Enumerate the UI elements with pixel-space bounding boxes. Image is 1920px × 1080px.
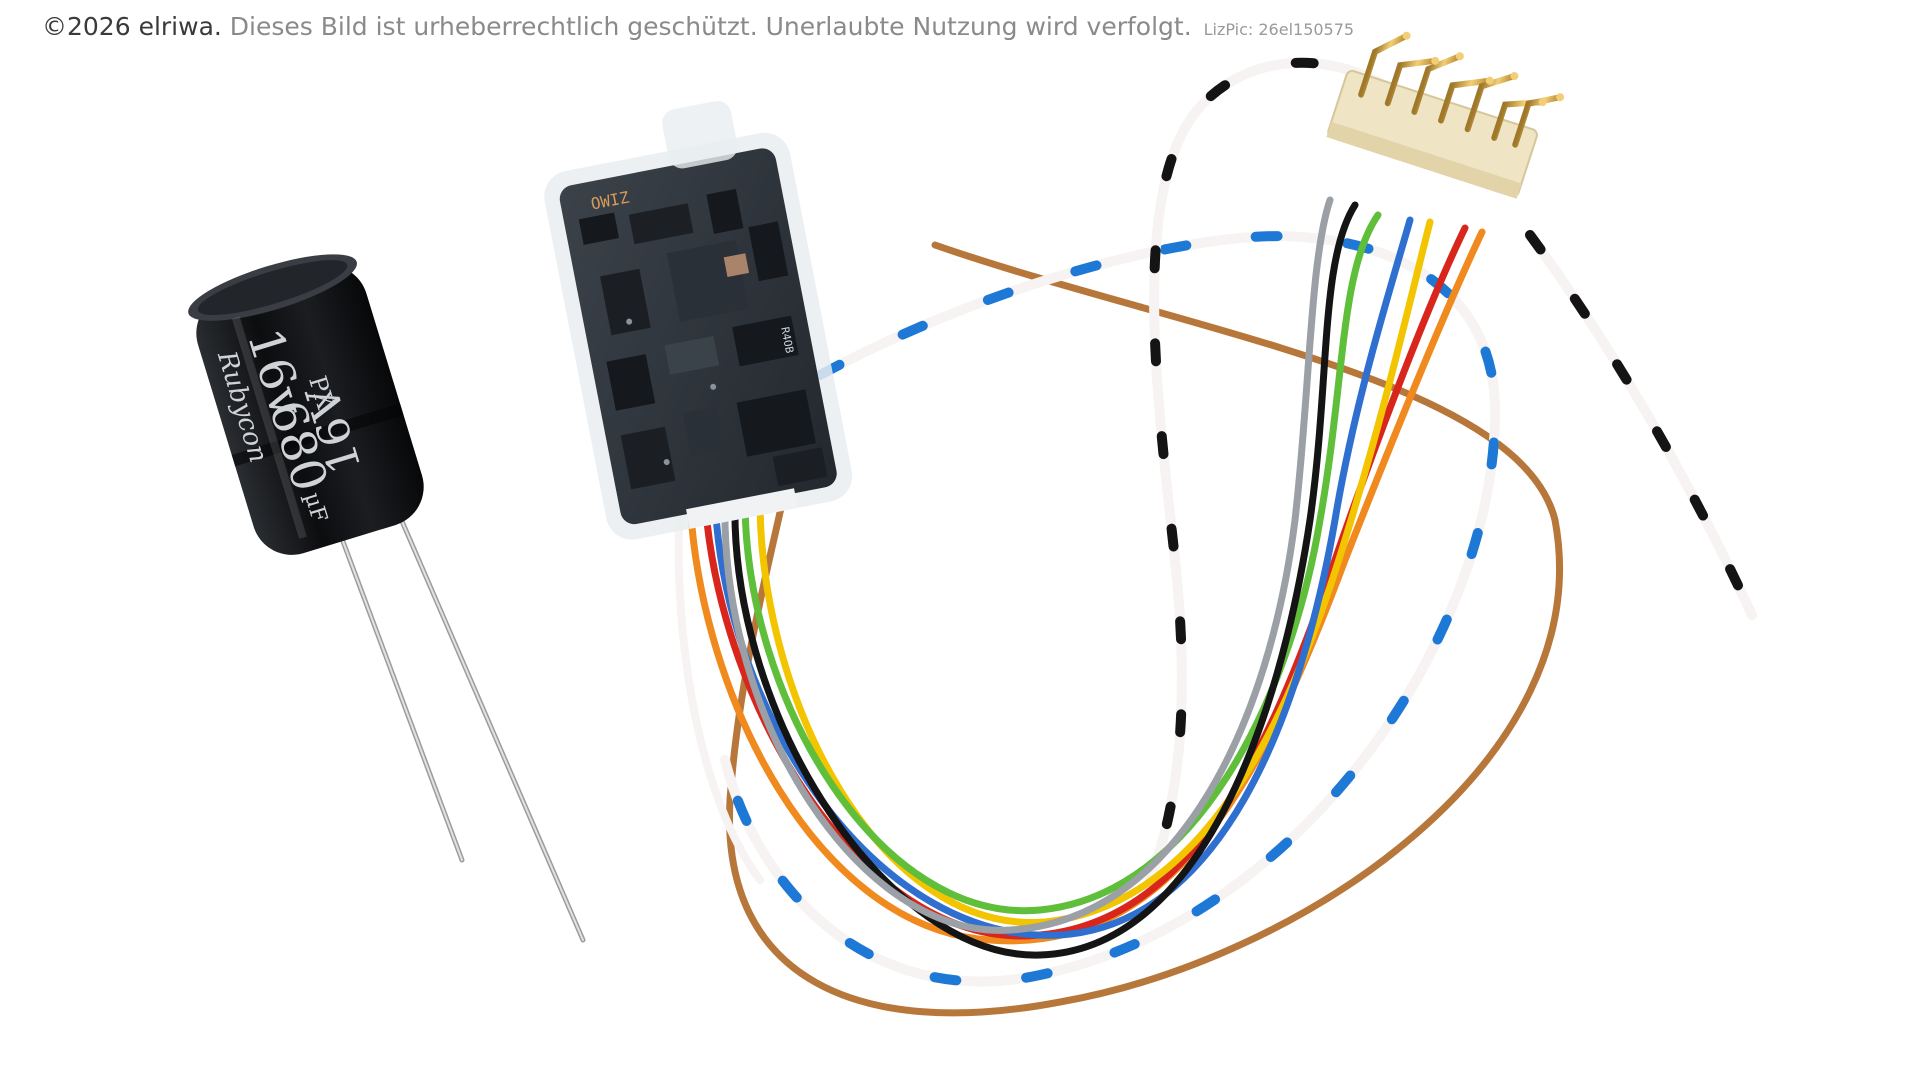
copyright-notice: Dieses Bild ist urheberrechtlich geschüt… bbox=[229, 12, 1192, 41]
capacitor: Rubycon 16v 680 µF PX 16V bbox=[188, 254, 586, 943]
decoder-chip-mark: R4OB bbox=[778, 326, 796, 355]
copyright-watermark: ©2026 elriwa. Dieses Bild ist urheberrec… bbox=[42, 12, 1354, 41]
wire-white-black-tail bbox=[1525, 230, 1757, 620]
capacitor-marking: Rubycon 16v 680 µF PX 16V bbox=[211, 322, 372, 525]
decoder-components bbox=[578, 188, 828, 490]
license-id: LizPic: 26el150575 bbox=[1203, 20, 1355, 39]
capacitor-body: Rubycon 16v 680 µF PX 16V bbox=[188, 254, 424, 555]
wire-black bbox=[731, 201, 1359, 959]
connector-pins bbox=[1358, 32, 1564, 148]
wire-harness bbox=[674, 57, 1757, 1017]
wire-white-blue-stripe bbox=[720, 231, 1501, 987]
wire-white-short bbox=[674, 496, 764, 884]
capacitor-leads bbox=[332, 502, 586, 943]
wire-green bbox=[741, 211, 1382, 915]
pin-connector bbox=[1326, 31, 1565, 199]
wire-grey bbox=[721, 196, 1334, 934]
wire-yellow bbox=[756, 218, 1434, 926]
copyright-owner: ©2026 elriwa. bbox=[42, 12, 222, 41]
decoder-module: OWIZ R4OB bbox=[544, 101, 853, 540]
